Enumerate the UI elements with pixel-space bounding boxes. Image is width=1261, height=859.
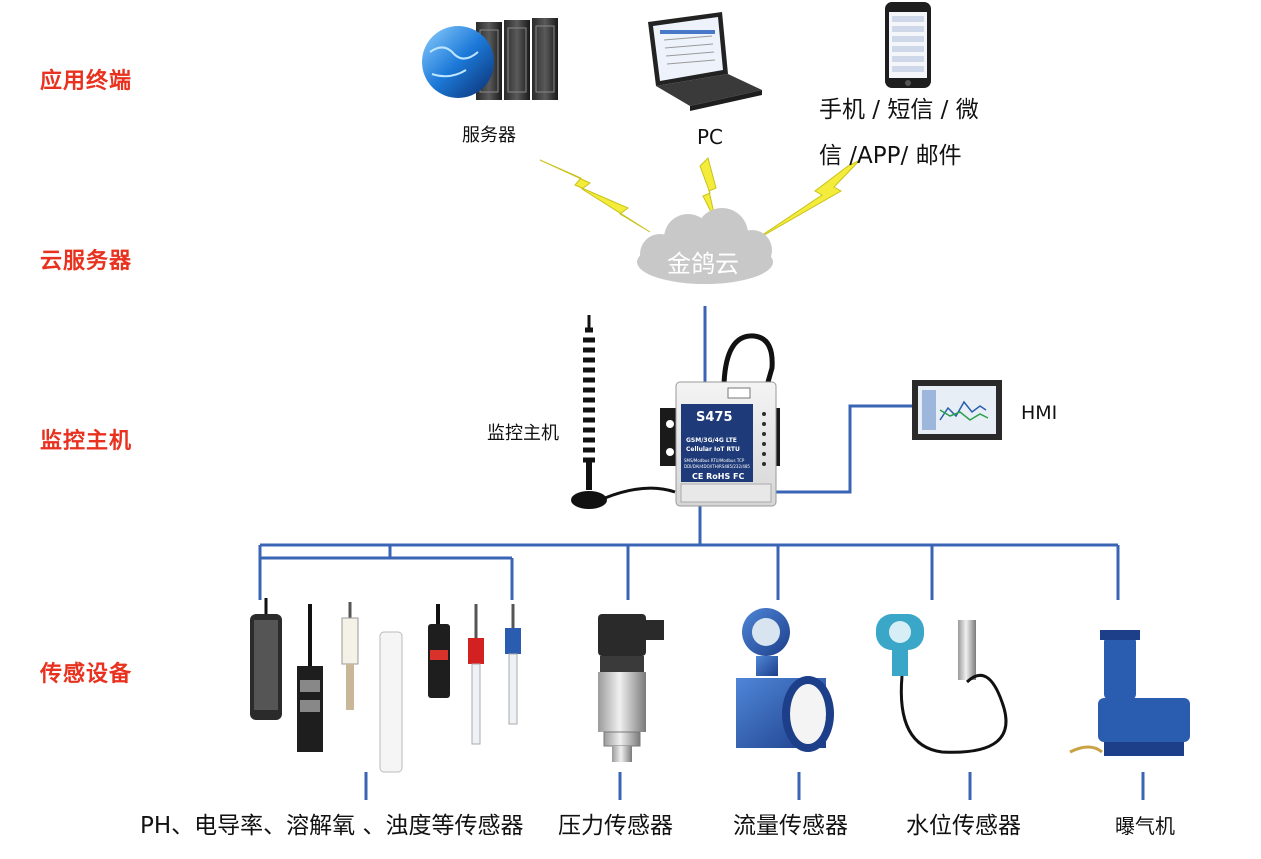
sensor-label-flow: 流量传感器 bbox=[733, 813, 848, 839]
aerator-icon bbox=[1069, 630, 1190, 756]
wiring bbox=[258, 306, 1145, 800]
lightning-bolts bbox=[539, 157, 861, 243]
host-label: 监控主机 bbox=[487, 423, 559, 444]
sensor-label-aerator: 曝气机 bbox=[1115, 814, 1175, 838]
server-label: 服务器 bbox=[462, 125, 516, 146]
sensor-label-pressure: 压力传感器 bbox=[558, 813, 673, 839]
tier-label-host: 监控主机 bbox=[40, 429, 133, 454]
water-quality-sensors-icon bbox=[250, 598, 521, 773]
rtu-device bbox=[660, 381, 780, 507]
device-line-3: SMS/Modbus RTU/Modbus TCP bbox=[684, 458, 745, 463]
tier-label-cloud: 云服务器 bbox=[40, 249, 133, 274]
hmi-label: HMI bbox=[1021, 402, 1058, 424]
device-cert: CE RoHS FC bbox=[692, 472, 745, 481]
tier-label-app: 应用终端 bbox=[40, 69, 133, 94]
flow-meter-icon bbox=[736, 608, 834, 752]
device-model: S475 bbox=[696, 410, 733, 425]
pc-label: PC bbox=[697, 125, 724, 149]
cloud-shape bbox=[637, 208, 773, 284]
mobile-label-line1: 手机 / 短信 / 微 bbox=[819, 97, 979, 123]
device-line-2: Cellular IoT RTU bbox=[686, 446, 740, 453]
pressure-sensor-icon bbox=[598, 614, 664, 762]
laptop-icon bbox=[648, 12, 762, 111]
sensor-label-level: 水位传感器 bbox=[906, 813, 1021, 839]
sensor-label-water-quality: PH、电导率、溶解氧 、浊度等传感器 bbox=[140, 813, 524, 839]
device-line-1: GSM/3G/4G LTE bbox=[686, 437, 737, 444]
phone-icon bbox=[885, 2, 931, 88]
server-icon bbox=[422, 18, 558, 100]
level-sensor-icon bbox=[876, 614, 1008, 754]
tier-label-sensor: 传感设备 bbox=[40, 662, 133, 687]
hmi-panel bbox=[912, 380, 1002, 440]
antenna-icon bbox=[571, 315, 775, 509]
cloud-name: 金鸽云 bbox=[667, 250, 739, 278]
device-line-4: DDI/DAI/4DO/ITH/RS485/232/485 bbox=[684, 464, 750, 469]
mobile-label-line2: 信 /APP/ 邮件 bbox=[819, 143, 962, 169]
